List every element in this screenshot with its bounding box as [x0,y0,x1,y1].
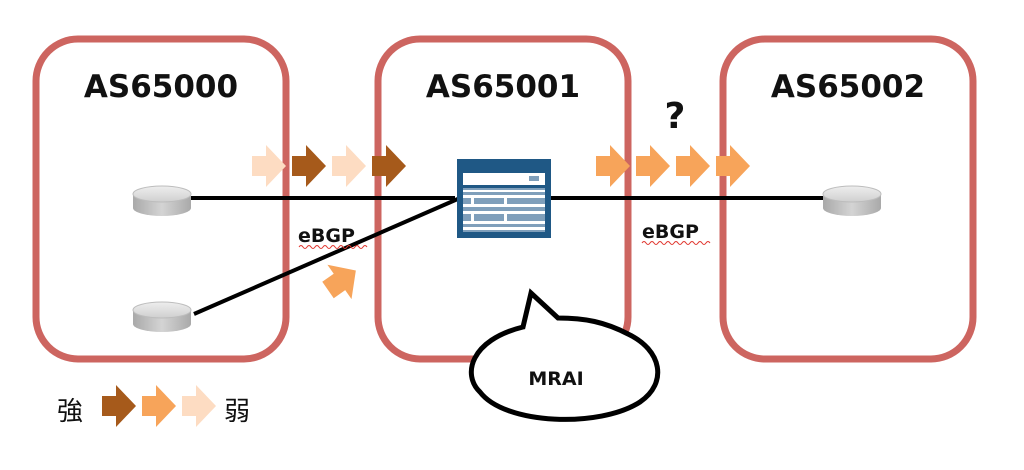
switch-icon [457,159,551,238]
arrow-medium-icon [636,145,670,187]
as-label: AS65002 [771,69,925,105]
ebgp-label-right: eBGP [641,221,711,245]
legend-arrow-medium-icon [142,385,176,427]
ebgp-label: eBGP [298,225,355,247]
arrow-strong-icon [292,145,326,187]
update-arrows-right [596,145,750,187]
arrow-medium-icon [676,145,710,187]
ebgp-label-left: eBGP [298,225,368,249]
question-mark: ? [665,96,686,137]
spellcheck-squiggle [641,241,711,245]
mrai-callout: MRAI [468,288,661,422]
legend: 強 弱 [57,385,250,427]
link-as65000-bottom [193,196,461,316]
arrow-medium-icon [315,253,368,308]
arrow-weak-icon [252,145,286,187]
update-arrows-left [252,145,406,187]
mrai-label: MRAI [528,368,583,390]
update-arrow-diagonal [315,253,368,308]
router-icon [822,185,882,217]
spellcheck-squiggle [298,245,368,249]
router-icon [132,185,192,217]
arrow-weak-icon [332,145,366,187]
legend-strong-label: 強 [57,397,83,427]
as-label: AS65001 [426,69,580,105]
ebgp-label: eBGP [642,221,699,243]
router-icon [132,301,192,333]
as-label: AS65000 [84,69,238,105]
legend-arrow-weak-icon [182,385,216,427]
legend-arrow-strong-icon [102,385,136,427]
legend-weak-label: 弱 [224,397,250,427]
